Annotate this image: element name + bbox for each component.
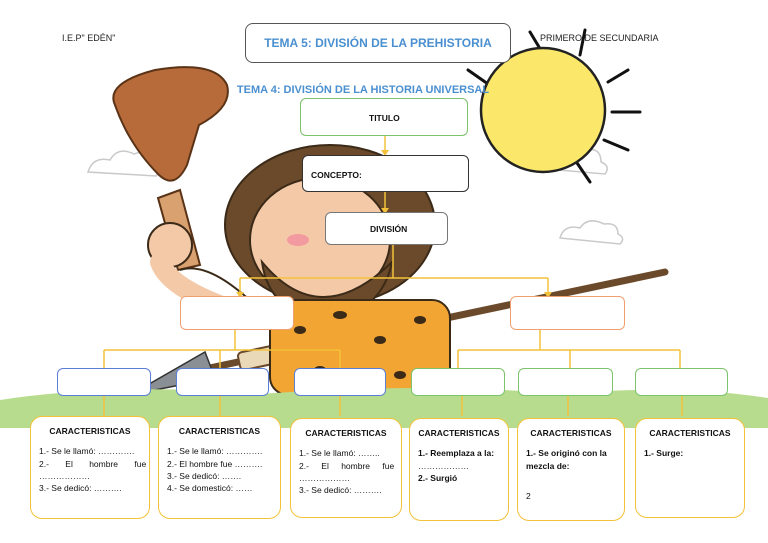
period-box-5[interactable]	[518, 368, 613, 396]
division-box[interactable]: DIVISIÓN	[325, 212, 448, 245]
characteristics-title: CARACTERISTICAS	[649, 428, 731, 438]
tema5-title: TEMA 5: DIVISIÓN DE LA PREHISTORIA	[245, 23, 511, 63]
sun-icon	[466, 28, 642, 184]
characteristics-line: 1.- Reemplaza a la:	[418, 448, 495, 459]
characteristics-card-4: CARACTERISTICAS 1.- Reemplaza a la: ……………	[409, 418, 509, 521]
characteristics-line: 2.- Surgió	[418, 472, 458, 483]
characteristics-title: CARACTERISTICAS	[178, 426, 261, 436]
characteristics-line: 3.- Se dedicó: …….	[167, 470, 242, 481]
concepto-box[interactable]: CONCEPTO:	[302, 155, 469, 192]
characteristics-line: ………………	[299, 472, 350, 483]
tema4-title: TEMA 4: DIVISIÓN DE LA HISTORIA UNIVERSA…	[236, 84, 490, 96]
characteristics-line: 3.- Se dedicó: ……….	[299, 485, 382, 496]
period-box-3[interactable]	[294, 368, 386, 396]
characteristics-title: CARACTERISTICAS	[305, 428, 387, 438]
characteristics-card-2: CARACTERISTICAS 1.- Se le llamó: …………. 2…	[158, 416, 281, 519]
division-branch-left-box[interactable]	[180, 296, 294, 330]
characteristics-line: 2.- El hombre fue	[299, 460, 395, 471]
characteristics-line: 1.- Se originó con la	[526, 448, 607, 459]
characteristics-line: 1.- Se le llamó: ……..	[299, 448, 380, 459]
characteristics-title: CARACTERISTICAS	[418, 428, 500, 438]
characteristics-line: 2.- El hombre fue ……….	[167, 458, 263, 469]
characteristics-card-1: CARACTERISTICAS 1.- Se le llamó: …………. 2…	[30, 416, 150, 519]
characteristics-line: 2	[526, 490, 531, 501]
titulo-box[interactable]: TITULO	[300, 98, 468, 136]
division-label: DIVISIÓN	[370, 224, 408, 234]
period-box-4[interactable]	[411, 368, 505, 396]
period-box-2[interactable]	[176, 368, 269, 396]
concepto-label: CONCEPTO:	[311, 170, 362, 180]
characteristics-line: 1.- Se le llamó: ………….	[39, 446, 135, 457]
characteristics-line: 1.- Se le llamó: ………….	[167, 446, 263, 457]
period-box-1[interactable]	[57, 368, 151, 396]
characteristics-line: 4.- Se domesticó: ……	[167, 483, 253, 494]
characteristics-line: mezcla de:	[526, 460, 570, 471]
characteristics-line: 2.- El hombre fue	[39, 458, 147, 469]
characteristics-line: 3.- Se dedicó: ……….	[39, 483, 122, 494]
characteristics-line: ………………	[418, 460, 469, 471]
period-box-6[interactable]	[635, 368, 728, 396]
connector-lines	[103, 136, 683, 416]
characteristics-line: ………………	[39, 470, 90, 481]
characteristics-line: 1.- Surge:	[644, 448, 684, 459]
characteristics-card-5: CARACTERISTICAS 1.- Se originó con la me…	[517, 418, 625, 521]
titulo-label: TITULO	[369, 113, 400, 123]
characteristics-title: CARACTERISTICAS	[530, 428, 612, 438]
characteristics-card-6: CARACTERISTICAS 1.- Surge:	[635, 418, 745, 518]
grade-label: PRIMERO DE SECUNDARIA	[540, 33, 659, 43]
school-name: I.E.P" EDÉN"	[62, 33, 116, 43]
characteristics-card-3: CARACTERISTICAS 1.- Se le llamó: …….. 2.…	[290, 418, 402, 518]
characteristics-title: CARACTERISTICAS	[49, 426, 131, 436]
division-branch-right-box[interactable]	[510, 296, 625, 330]
